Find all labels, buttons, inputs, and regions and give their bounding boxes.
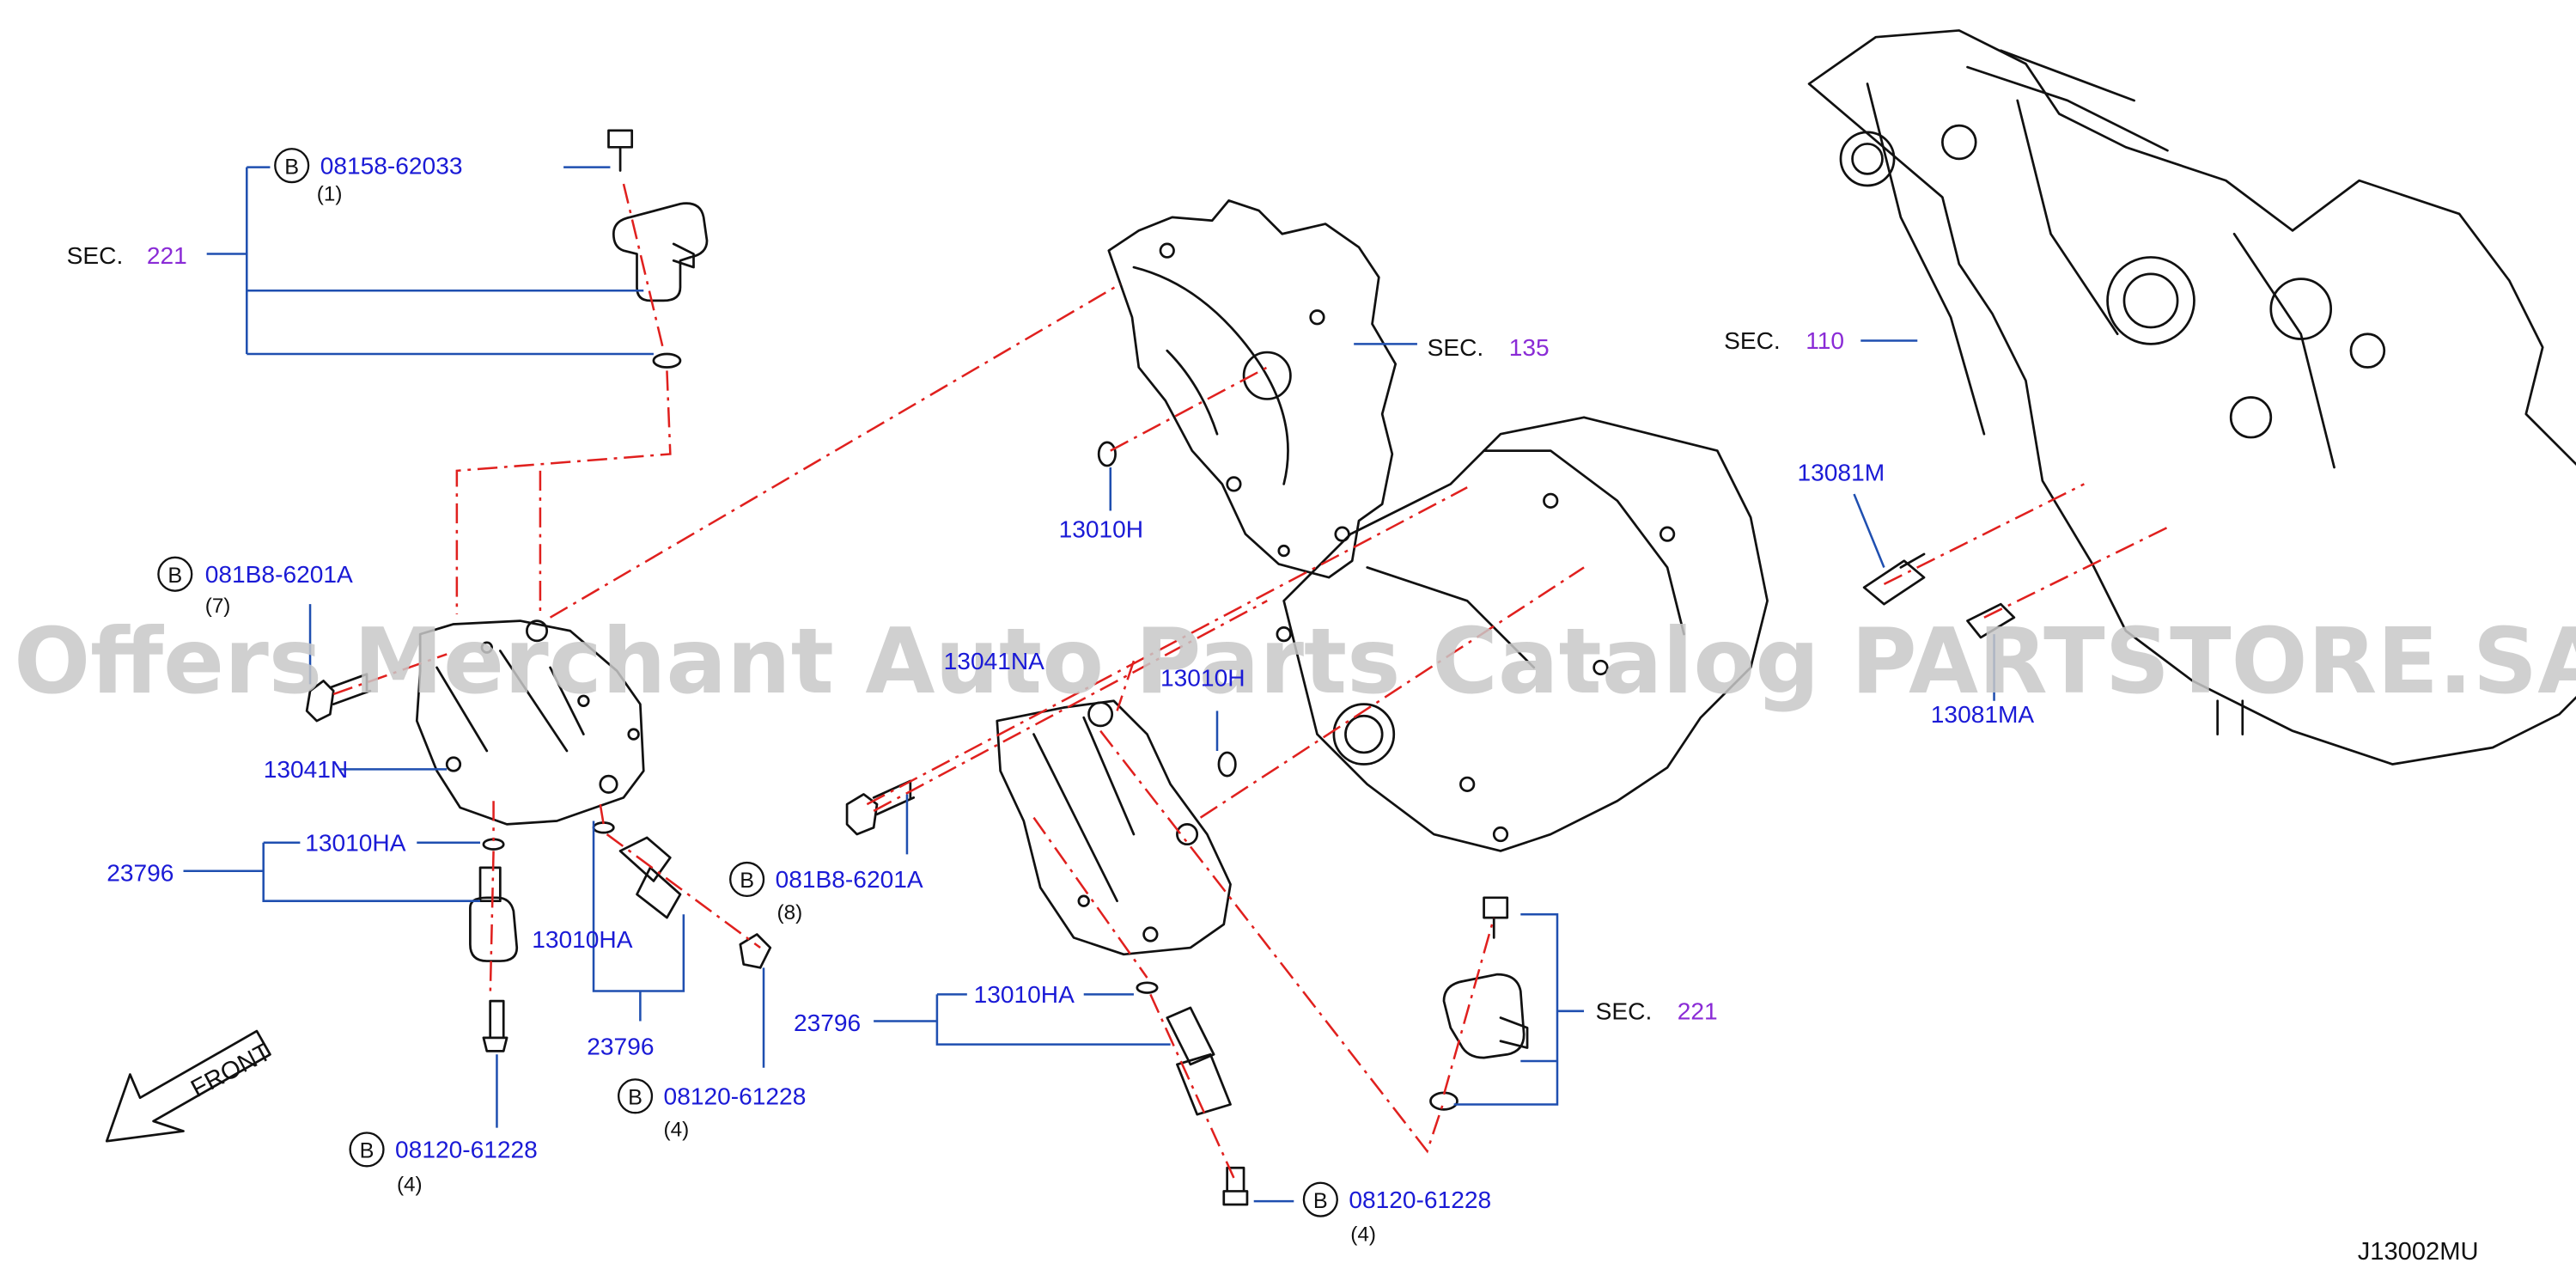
- b-marker-letter: B: [284, 155, 299, 179]
- dash-line: [1883, 483, 2085, 586]
- leader-line: [206, 166, 654, 356]
- leader-line: [592, 821, 685, 1022]
- dash-line: [489, 851, 495, 998]
- camshaft-position-sensor-top: [607, 129, 709, 369]
- part-label-13010h-lower[interactable]: 13010H: [1160, 664, 1245, 691]
- leader-line: [1453, 912, 1585, 1106]
- bolt-callout-08158-62033[interactable]: B 08158-62033 (1): [274, 148, 463, 205]
- b-marker-icon: [349, 1132, 385, 1168]
- dash-line: [1110, 366, 1268, 452]
- part-number: 081B8-6201A: [205, 561, 353, 588]
- dash-line: [873, 600, 1268, 812]
- part-label-23796-left[interactable]: 23796: [107, 859, 174, 886]
- part-number: 08120-61228: [395, 1137, 538, 1163]
- part-label-23796-mid[interactable]: 23796: [587, 1033, 654, 1059]
- oil-control-solenoid-left-a: [469, 838, 519, 1052]
- section-prefix: SEC.: [1428, 334, 1484, 361]
- section-label-135[interactable]: SEC. 135: [1428, 334, 1550, 361]
- front-arrow-icon: [105, 1029, 271, 1143]
- quantity: (8): [777, 901, 803, 924]
- leader-line: [874, 993, 1171, 1046]
- sensor-13081ma: [1966, 602, 2016, 639]
- section-prefix: SEC.: [67, 242, 124, 269]
- b-marker-letter: B: [628, 1086, 642, 1110]
- dash-line: [549, 283, 1122, 619]
- bolt-callout-08120-61228-right[interactable]: B 08120-61228 (4): [1302, 1181, 1491, 1247]
- dash-line: [1442, 917, 1495, 1095]
- b-marker-icon: [617, 1078, 654, 1114]
- oil-control-solenoid-center: [1136, 981, 1249, 1206]
- quantity: (4): [1350, 1223, 1376, 1247]
- dash-line: [1099, 729, 1446, 1154]
- dash-line: [599, 803, 605, 825]
- quantity: (7): [205, 595, 231, 618]
- diagram-code: J13002MU: [2358, 1238, 2479, 1266]
- quantity: (1): [317, 182, 343, 205]
- part-label-13010h-upper[interactable]: 13010H: [1059, 516, 1144, 543]
- part-number: 081B8-6201A: [776, 866, 923, 893]
- timing-chain-case-upper: [1097, 199, 1398, 579]
- section-prefix: SEC.: [1724, 327, 1781, 354]
- valve-timing-cover-center: [996, 699, 1232, 956]
- dash-line: [622, 183, 665, 351]
- watermark: Offers Merchant Auto Parts Catalog PARTS…: [14, 609, 2576, 714]
- bolt-callout-08120-61228-mid[interactable]: B 08120-61228 (4): [617, 1078, 807, 1141]
- section-number: 135: [1509, 334, 1550, 361]
- engine-block: [1807, 29, 2576, 766]
- b-marker-letter: B: [360, 1139, 375, 1163]
- valve-timing-cover-left: [415, 619, 645, 826]
- part-label-13041n[interactable]: 13041N: [264, 756, 349, 783]
- part-label-23796-center[interactable]: 23796: [794, 1010, 861, 1036]
- front-label: FRONT: [186, 1039, 276, 1103]
- b-marker-letter: B: [1313, 1189, 1328, 1213]
- quantity: (4): [664, 1118, 690, 1141]
- part-number: 08158-62033: [320, 152, 463, 179]
- section-number: 221: [147, 242, 187, 269]
- b-marker-letter: B: [740, 869, 754, 893]
- dash-line: [1199, 566, 1585, 819]
- dash-line: [1116, 660, 1136, 711]
- bolt-081b8-left: [305, 673, 372, 723]
- section-label-221-right[interactable]: SEC. 221: [1596, 998, 1718, 1025]
- timing-chain-case-lower: [1217, 416, 1769, 852]
- part-label-13081m[interactable]: 13081M: [1798, 460, 1885, 486]
- part-label-13041na[interactable]: 13041NA: [944, 648, 1045, 674]
- section-prefix: SEC.: [1596, 998, 1653, 1025]
- bolt-callout-081b8-6201a-8[interactable]: B 081B8-6201A (8): [729, 861, 923, 924]
- camshaft-position-sensor-right: [1429, 896, 1529, 1111]
- part-number: 08120-61228: [1349, 1187, 1491, 1213]
- dash-line: [1032, 816, 1148, 979]
- section-number: 110: [1806, 327, 1844, 354]
- leader-line: [1853, 493, 1885, 568]
- dash-line: [1149, 993, 1235, 1179]
- section-label-221-left[interactable]: SEC. 221: [67, 242, 187, 269]
- dash-line: [866, 486, 1468, 806]
- b-marker-icon: [1302, 1181, 1338, 1217]
- dash-line: [1983, 526, 2168, 619]
- quantity: (4): [397, 1173, 423, 1196]
- bolt-callout-081b8-6201a-7[interactable]: B 081B8-6201A (7): [157, 556, 353, 618]
- dash-line: [455, 370, 672, 614]
- dash-line: [332, 653, 448, 696]
- part-label-13010ha-mid[interactable]: 13010HA: [532, 926, 633, 953]
- b-marker-icon: [157, 556, 193, 592]
- b-marker-letter: B: [167, 564, 182, 588]
- part-label-13010ha-left[interactable]: 13010HA: [305, 829, 406, 856]
- b-marker-icon: [729, 861, 765, 898]
- sensor-13081m: [1862, 552, 1926, 606]
- part-label-13010ha-center[interactable]: 13010HA: [974, 981, 1075, 1008]
- section-number: 221: [1678, 998, 1718, 1025]
- b-marker-icon: [274, 148, 310, 184]
- leader-line: [183, 841, 481, 902]
- bolt-callout-08120-61228-left[interactable]: B 08120-61228 (4): [349, 1132, 538, 1197]
- section-label-110[interactable]: SEC. 110: [1724, 327, 1844, 354]
- part-number: 08120-61228: [664, 1083, 807, 1110]
- dash-line: [606, 833, 761, 949]
- part-label-13081ma[interactable]: 13081MA: [1931, 701, 2035, 728]
